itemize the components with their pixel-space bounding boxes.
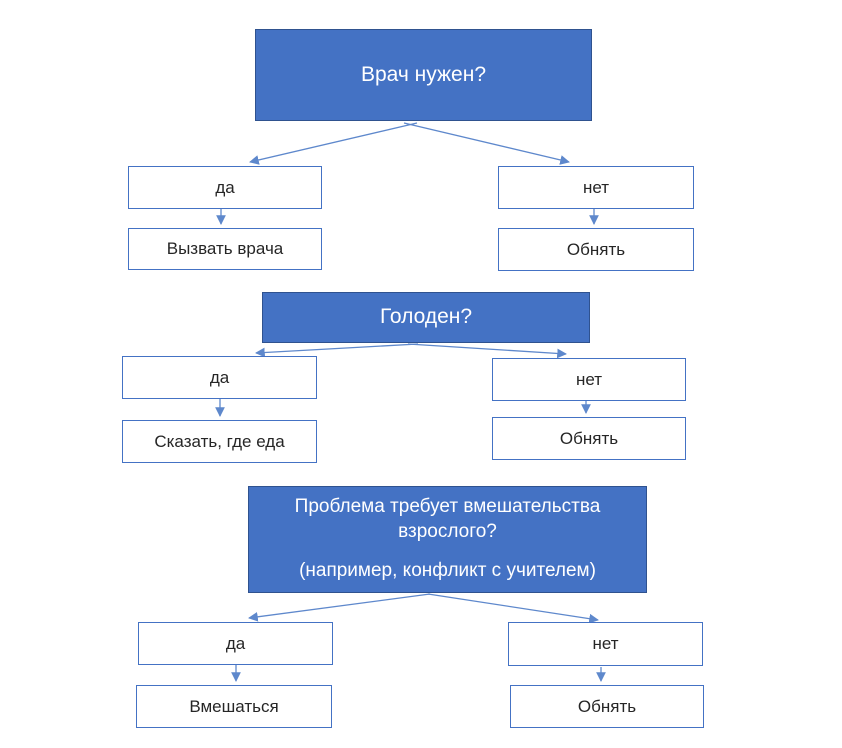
answer-label: да bbox=[209, 367, 230, 387]
answer-box-intervention-no: нет bbox=[508, 622, 703, 666]
action-box-call-doctor: Вызвать врача bbox=[128, 228, 322, 270]
action-label: Сказать, где еда bbox=[154, 431, 285, 451]
question-text-group: Проблема требует вмешательства взрослого… bbox=[275, 495, 620, 584]
arrow-tree1-yes-branch bbox=[249, 122, 418, 165]
action-label: Обнять bbox=[559, 428, 619, 448]
action-box-tell-where-food: Сказать, где еда bbox=[122, 420, 317, 463]
answer-box-doctor-no: нет bbox=[498, 166, 694, 209]
action-box-hug-2: Обнять bbox=[492, 417, 686, 460]
action-label: Вмешаться bbox=[189, 696, 279, 716]
action-box-hug-3: Обнять bbox=[510, 685, 704, 728]
question-box-hungry: Голоден? bbox=[262, 292, 590, 343]
answer-box-hungry-no: нет bbox=[492, 358, 686, 401]
action-box-intervene: Вмешаться bbox=[136, 685, 332, 728]
action-label: Вызвать врача bbox=[166, 239, 284, 258]
action-box-hug-1: Обнять bbox=[498, 228, 694, 271]
answer-label: нет bbox=[592, 634, 619, 653]
question-box-adult-intervention: Проблема требует вмешательства взрослого… bbox=[248, 486, 647, 593]
answer-label: да bbox=[215, 177, 235, 197]
arrow-tree2-yes-branch bbox=[255, 343, 419, 358]
answer-box-hungry-yes: да bbox=[122, 356, 317, 399]
question-text-hungry: Голоден? bbox=[379, 305, 473, 329]
arrow-tree3-yes-branch bbox=[248, 593, 431, 622]
action-label: Обнять bbox=[566, 239, 626, 259]
question-text-adult-intervention: Проблема требует вмешательства взрослого… bbox=[294, 495, 601, 542]
question-note-example: (например, конфликт с учителем) bbox=[299, 560, 596, 582]
answer-label: да bbox=[225, 633, 246, 653]
answer-label: нет bbox=[575, 369, 603, 389]
arrow-tree2-no-branch bbox=[407, 343, 567, 359]
answer-box-doctor-yes: да bbox=[128, 166, 322, 209]
answer-label: нет bbox=[582, 177, 610, 197]
question-box-doctor: Врач нужен? bbox=[255, 29, 592, 121]
action-label: Обнять bbox=[577, 696, 637, 716]
answer-box-intervention-yes: да bbox=[138, 622, 333, 665]
arrow-tree3-no-branch bbox=[427, 593, 599, 624]
arrow-tree1-no-branch bbox=[403, 122, 570, 165]
question-text-doctor: Врач нужен? bbox=[360, 62, 486, 86]
